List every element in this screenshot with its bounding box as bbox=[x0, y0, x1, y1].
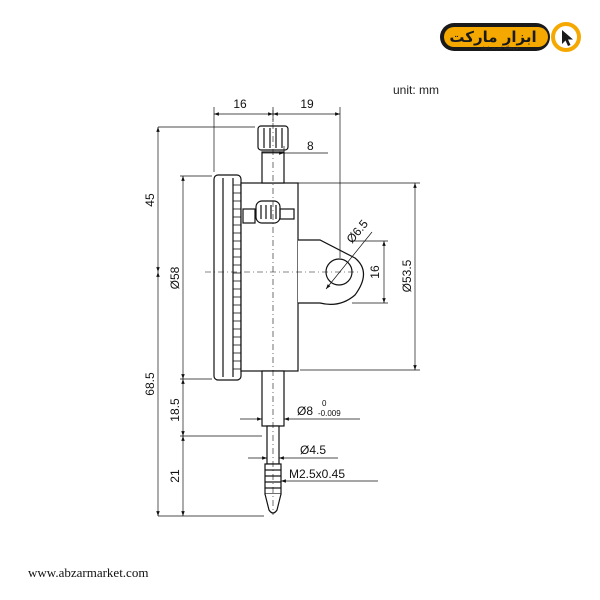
dim-68-5: 68.5 bbox=[143, 372, 157, 396]
dim-19-top: 19 bbox=[300, 97, 314, 111]
website-url[interactable]: www.abzarmarket.com bbox=[28, 565, 149, 580]
dim-8-cap: 8 bbox=[307, 139, 314, 153]
dim-16-top: 16 bbox=[233, 97, 247, 111]
dim-stem-tolerance-upper: 0 bbox=[322, 399, 327, 408]
cursor-in-circle-icon bbox=[551, 22, 581, 52]
dim-21: 21 bbox=[168, 469, 182, 483]
dimension-lines bbox=[156, 107, 420, 517]
logo-brand-text: ابزار مارکت bbox=[449, 28, 536, 46]
dim-45: 45 bbox=[143, 193, 157, 207]
indicator-body bbox=[213, 125, 365, 514]
brand-logo: ابزار مارکت فروشگاه اینترنتی ابزار bbox=[440, 22, 581, 52]
center-lines bbox=[205, 110, 360, 515]
dim-18-5: 18.5 bbox=[168, 398, 182, 422]
logo-tagline: فروشگاه اینترنتی ابزار bbox=[480, 45, 519, 50]
dim-dial-diameter: Ø58 bbox=[168, 266, 182, 289]
dim-stem-tolerance-lower: -0.009 bbox=[318, 409, 341, 418]
dim-height-53-5: Ø53.5 bbox=[400, 259, 414, 292]
bezel-knurling bbox=[233, 184, 241, 370]
dim-tip-diameter: Ø4.5 bbox=[300, 443, 326, 457]
dim-stem-diameter: Ø8 bbox=[297, 404, 313, 418]
unit-label: unit: mm bbox=[393, 83, 439, 97]
dim-lug-16: 16 bbox=[368, 265, 382, 279]
dim-thread: M2.5x0.45 bbox=[289, 467, 345, 481]
dim-hole-diameter: Ø6.5 bbox=[344, 217, 372, 246]
